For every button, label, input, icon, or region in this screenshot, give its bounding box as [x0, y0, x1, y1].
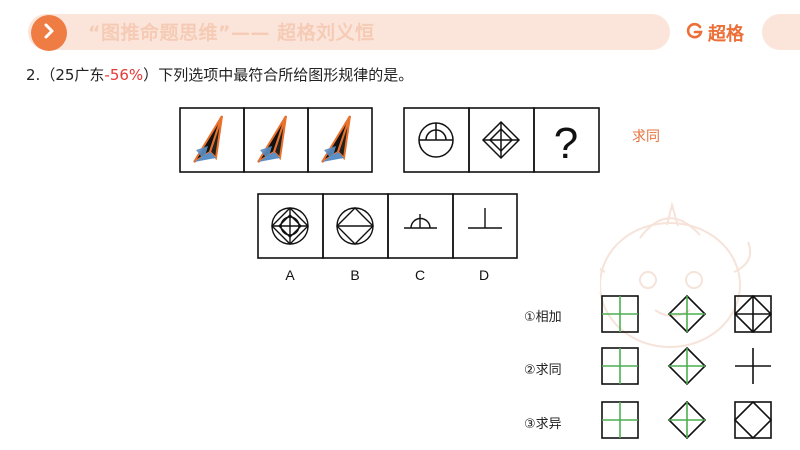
question-source: （25广东	[40, 66, 105, 84]
circle-cross-figure	[418, 122, 454, 158]
option-d-figure	[468, 208, 502, 229]
legend-label-add: ①相加	[524, 310, 562, 325]
legend-label-same: ②求同	[524, 363, 562, 378]
header-bar-end	[762, 14, 800, 50]
arrow-figure-row	[179, 107, 373, 173]
legend-label-diff: ③求异	[524, 417, 562, 432]
option-a-label: A	[285, 267, 295, 283]
legend-add-row	[601, 294, 773, 334]
option-b-label: B	[350, 267, 359, 283]
header-bar	[28, 14, 670, 50]
arrow-figure-3	[321, 115, 351, 163]
option-a-figure	[271, 207, 309, 245]
chevron-right-icon	[41, 23, 57, 43]
question-source-close: ）	[143, 66, 159, 84]
question-accuracy-rate: -56%	[104, 66, 144, 84]
option-d-label: D	[479, 267, 489, 283]
answer-note: 求同	[632, 129, 660, 145]
unknown-mark: ?	[554, 119, 578, 168]
legend-same-row	[601, 346, 771, 386]
option-c-figure	[404, 214, 437, 229]
option-c-label: C	[415, 267, 425, 283]
diamond-figure	[481, 120, 521, 160]
brand-name: 超格	[708, 24, 744, 45]
option-b-figure	[336, 207, 374, 245]
header-title: “图推命题思维”—— 超格刘义恒	[88, 22, 375, 44]
question-number: 2.	[26, 66, 41, 84]
next-button[interactable]	[31, 15, 67, 51]
arrow-figure-2	[257, 115, 287, 163]
brand-logo: 超格	[686, 20, 744, 46]
question-text: 2.（25广东-56%）下列选项中最符合所给图形规律的是。	[26, 64, 413, 85]
arrow-figure-1	[193, 115, 223, 163]
question-prompt: 下列选项中最符合所给图形规律的是。	[158, 66, 414, 84]
legend-diff-row	[601, 400, 773, 440]
brand-g-icon	[686, 22, 704, 44]
